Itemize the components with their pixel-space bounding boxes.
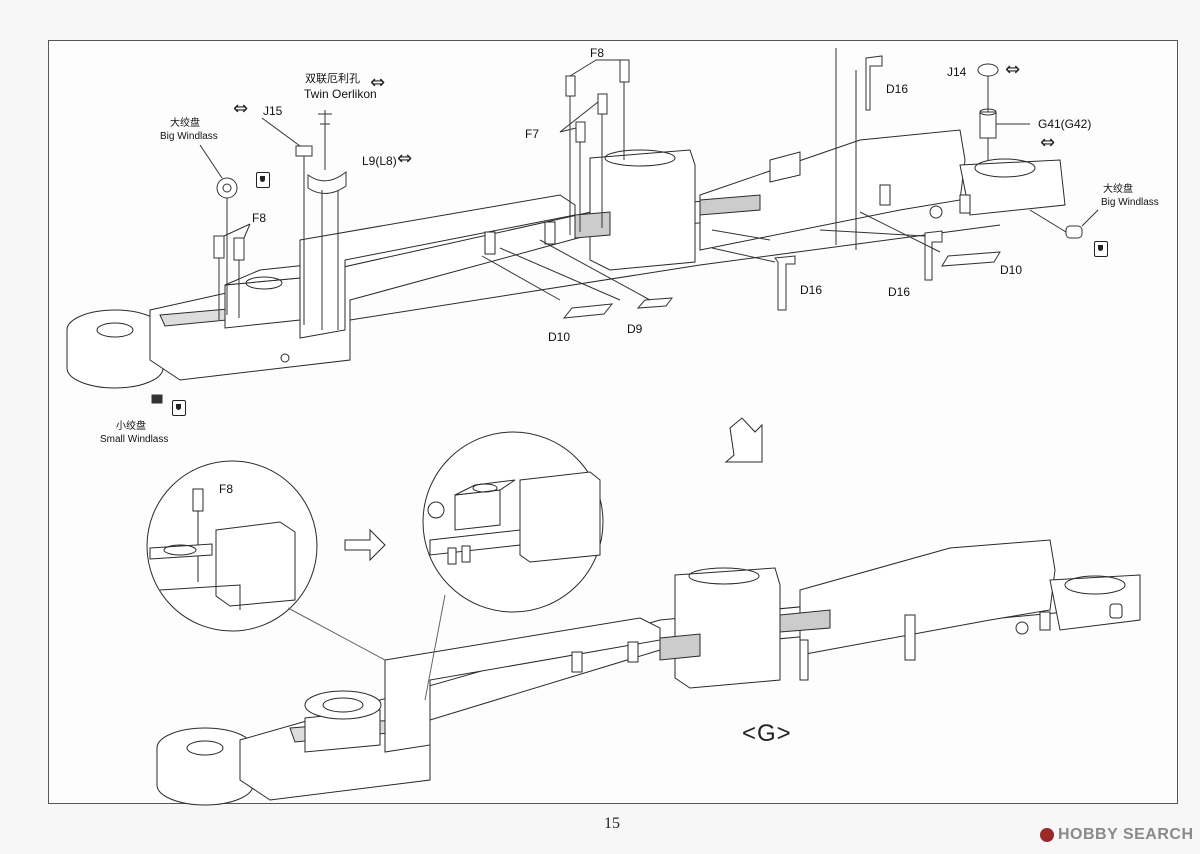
twin-oerlikon-cn-label: 双联厄利孔 — [305, 73, 360, 85]
left-right-arrow-icon: ⇔ — [1005, 59, 1021, 80]
part-label-j14: J14 — [947, 65, 967, 79]
big-windlass-en-label: Big Windlass — [160, 131, 218, 142]
left-right-arrow-icon: ⇔ — [1040, 132, 1056, 153]
down-arrow-icon — [724, 417, 763, 463]
part-label-f7: F7 — [525, 127, 540, 141]
big-windlass-cn-label: 大绞盘 — [170, 118, 200, 129]
part-label-g41-g42: G41(G42) — [1038, 117, 1092, 131]
big-windlass-right-cn-label: 大绞盘 — [1103, 184, 1133, 195]
part-label-d16-right: D16 — [888, 285, 911, 299]
detail-inset-left — [146, 460, 318, 632]
glue-bottle-icon — [172, 400, 186, 416]
step-marker: <G> — [742, 720, 792, 747]
right-arrow-icon — [344, 528, 386, 562]
detail-inset-right — [422, 431, 604, 613]
part-label-f8-left: F8 — [252, 211, 267, 225]
glue-bottle-icon — [256, 172, 270, 188]
hobby-search-logo-icon — [1040, 828, 1054, 842]
part-label-f8-top: F8 — [590, 46, 605, 60]
small-windlass-en-label: Small Windlass — [100, 434, 169, 445]
left-right-arrow-icon: ⇔ — [233, 98, 249, 119]
glue-bottle-icon — [1094, 241, 1108, 257]
part-label-f8-inset: F8 — [219, 482, 234, 496]
part-label-l9-l8: L9(L8) — [362, 154, 397, 168]
part-label-d10-right: D10 — [1000, 263, 1023, 277]
part-label-d10-left: D10 — [548, 330, 571, 344]
twin-oerlikon-en-label: Twin Oerlikon — [304, 87, 377, 101]
part-label-j15: J15 — [263, 104, 283, 118]
lower-deck-assembly — [156, 539, 1141, 806]
upper-deck-assembly — [66, 129, 1066, 389]
big-windlass-right-en-label: Big Windlass — [1101, 197, 1159, 208]
part-label-d9: D9 — [627, 322, 643, 336]
part-label-d16-top: D16 — [886, 82, 909, 96]
left-right-arrow-icon: ⇔ — [370, 72, 386, 93]
small-windlass-cn-label: 小绞盘 — [116, 421, 146, 432]
left-right-arrow-icon: ⇔ — [397, 148, 413, 169]
page-number: 15 — [604, 815, 620, 832]
part-leader-lines — [151, 48, 1099, 404]
watermark-text: HOBBY SEARCH — [1058, 826, 1194, 843]
part-label-d16-mid: D16 — [800, 283, 823, 297]
